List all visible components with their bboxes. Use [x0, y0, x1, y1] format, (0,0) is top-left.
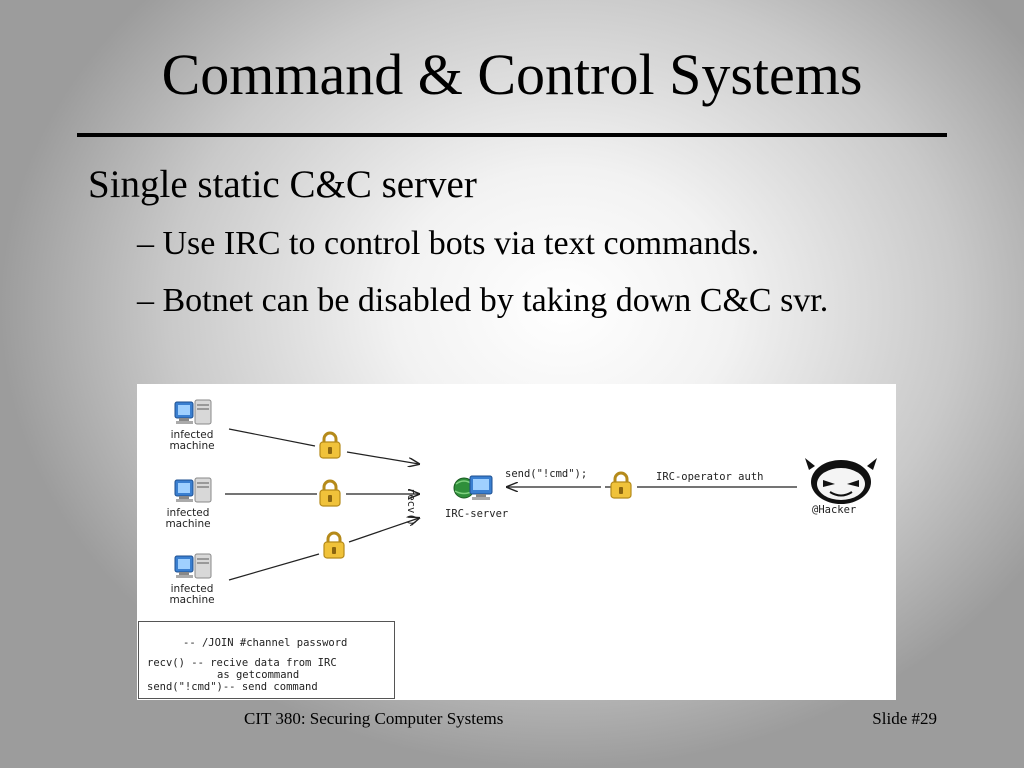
legend-join: -- /JOIN #channel password: [183, 637, 348, 649]
label-line: machine: [169, 440, 215, 452]
recv-label: recv(): [405, 488, 417, 526]
legend-recv: recv() -- recive data from IRC: [147, 657, 337, 669]
computer-icon: [174, 399, 212, 425]
botnet-diagram: infected machine infected machine infect…: [137, 384, 896, 700]
lock-icon: [322, 531, 346, 560]
legend-recv-cont: as getcommand: [217, 669, 300, 681]
sub-bullet-disable: – Botnet can be disabled by taking down …: [137, 282, 829, 319]
main-bullet: Single static C&C server: [88, 163, 477, 206]
infected-machine-label-3: infected machine: [157, 584, 227, 606]
diagram-legend: -- /JOIN #channel password recv() -- rec…: [138, 621, 395, 699]
title-divider: [77, 133, 947, 137]
computer-icon: [174, 553, 212, 579]
footer-course: CIT 380: Securing Computer Systems: [244, 709, 504, 728]
globe-computer-icon: [453, 475, 493, 500]
computer-icon: [174, 477, 212, 503]
infected-machine-label-1: infected machine: [157, 430, 227, 452]
lock-icon: [318, 479, 342, 508]
slide-title: Command & Control Systems: [161, 42, 863, 107]
hacker-face-icon: [805, 458, 877, 504]
label-line: machine: [169, 594, 215, 606]
legend-send: send("!cmd")-- send command: [147, 681, 318, 693]
sub-bullet-irc: – Use IRC to control bots via text comma…: [137, 225, 760, 262]
label-line: infected: [170, 429, 214, 441]
infected-machine-label-2: infected machine: [153, 508, 223, 530]
lock-icon: [318, 431, 342, 460]
footer-slide-number: Slide #29: [872, 709, 937, 728]
operator-auth-label: IRC-operator auth: [656, 471, 764, 483]
irc-server-label: IRC-server: [445, 508, 509, 520]
label-line: infected: [170, 583, 214, 595]
send-command-label: send("!cmd");: [505, 468, 588, 480]
label-line: machine: [165, 518, 211, 530]
hacker-label: @Hacker: [812, 504, 857, 516]
lock-icon: [609, 471, 633, 500]
diagram-drawing: [146, 399, 877, 657]
label-line: infected: [166, 507, 210, 519]
